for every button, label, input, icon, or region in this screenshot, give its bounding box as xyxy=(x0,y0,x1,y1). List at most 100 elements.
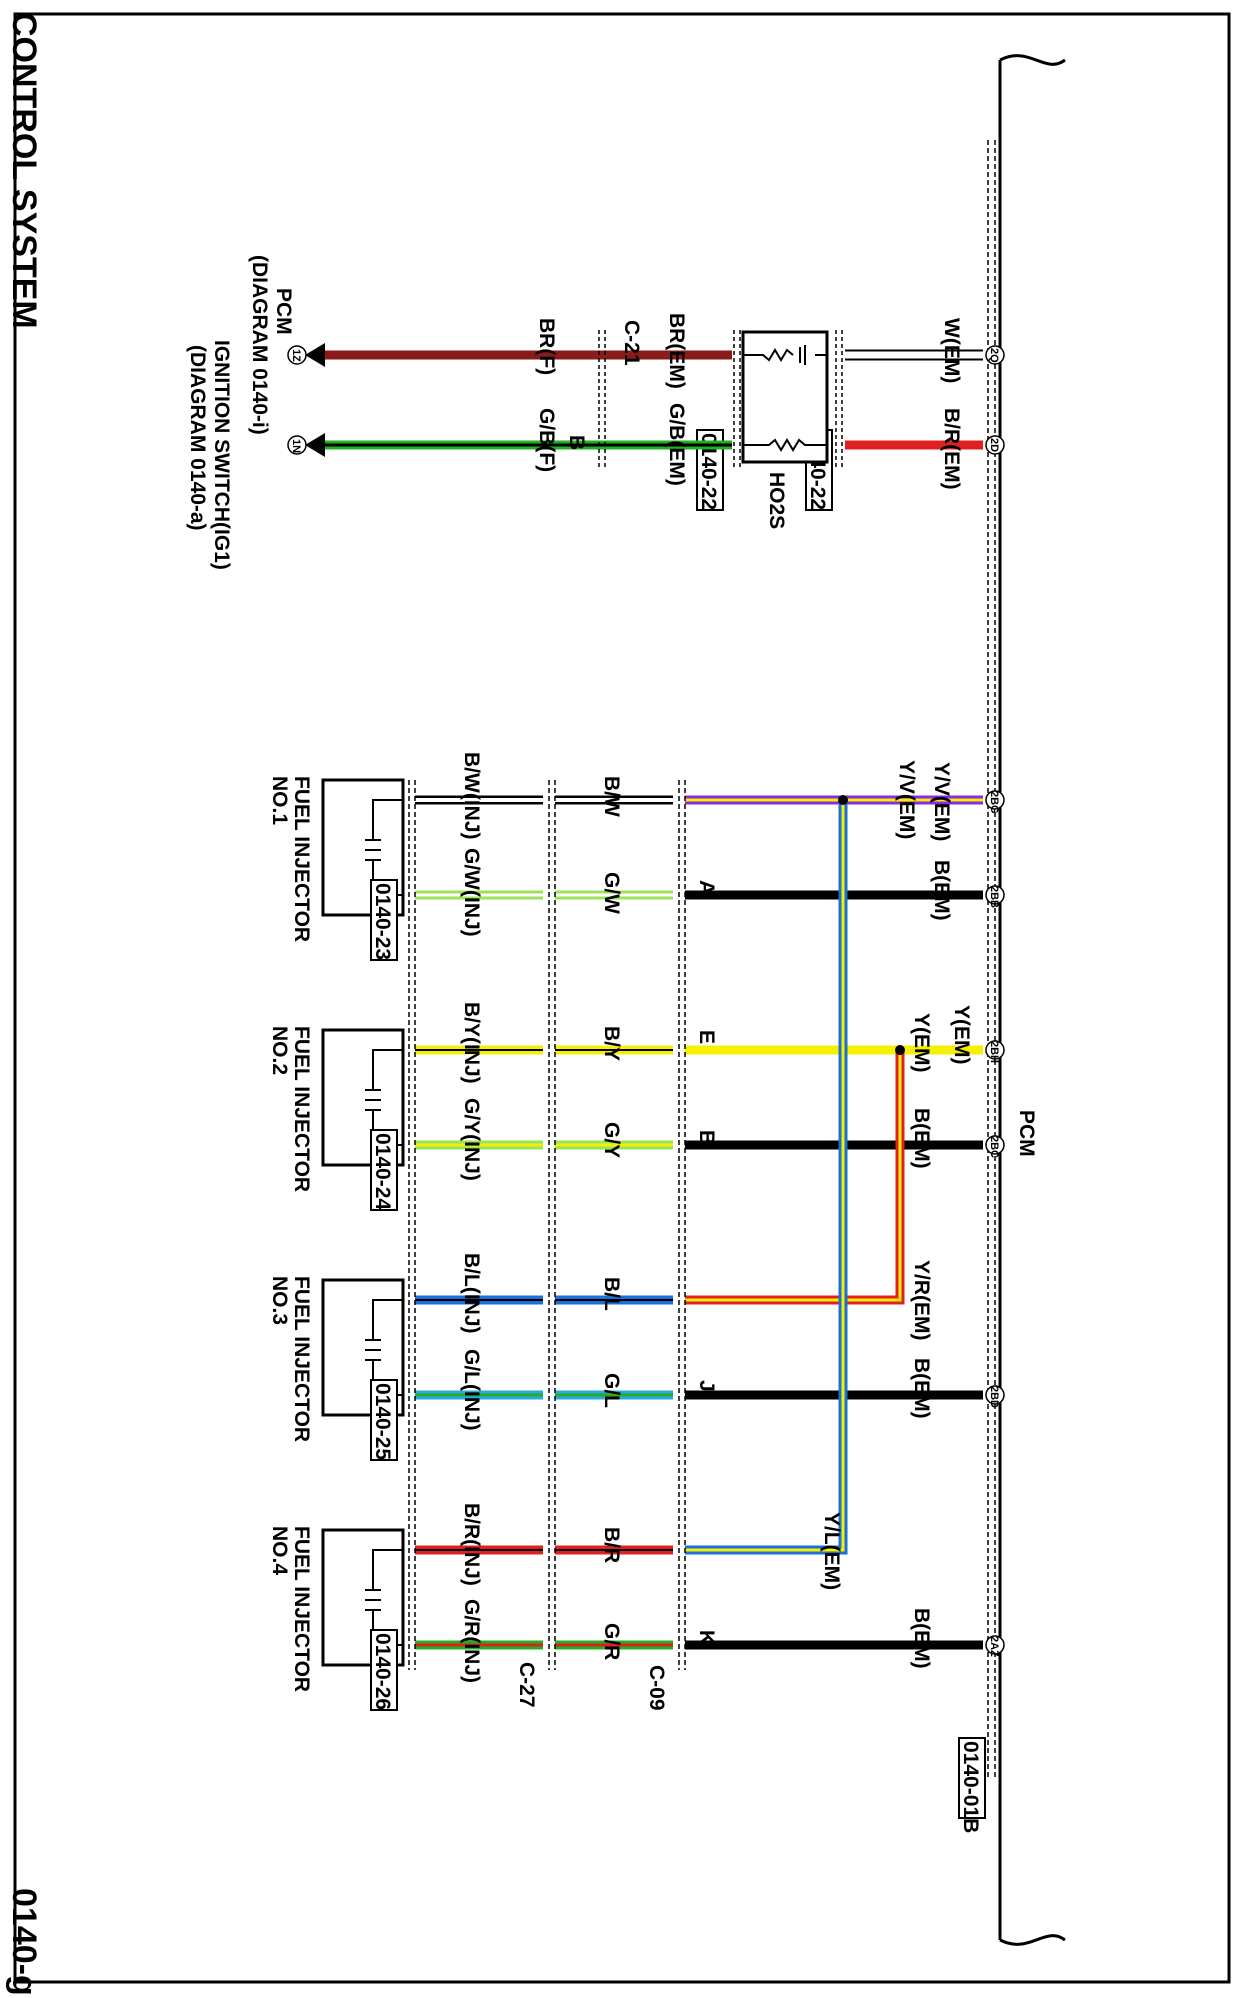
injector-2-ref-box xyxy=(370,1129,398,1211)
pcm-connector-ref-box xyxy=(958,1737,986,1819)
injector-2-coil xyxy=(365,1049,403,1146)
wire-label-br-inj: B/R(INJ) xyxy=(460,1503,483,1586)
c09-pin-a: A xyxy=(695,880,718,895)
c21-label: C-21 xyxy=(620,320,643,366)
wire-yl xyxy=(685,800,848,1555)
wire-label-br-em: B/R(EM) xyxy=(940,408,963,490)
pin-1n-label: 1N xyxy=(290,439,302,453)
wire-label-bw: B/W xyxy=(600,776,623,817)
wire-label-bl: B/L xyxy=(600,1277,623,1311)
pin-2d-label: 2D xyxy=(988,438,1000,452)
ho2s-label: HO2S xyxy=(765,472,788,529)
pcm-pin-row: 2BG 2BB 2BH 2BC 2BD 2AZ xyxy=(985,790,1005,1657)
wire-label-gb-f: G/B(F) xyxy=(535,408,558,472)
page-title: CONTROL SYSTEM xyxy=(5,12,43,329)
pin-2bc xyxy=(985,1135,1005,1155)
injector-2-label: FUEL INJECTOR xyxy=(290,1026,313,1192)
injector-4-label: FUEL INJECTOR xyxy=(290,1526,313,1692)
pcm-target-diagram: (DIAGRAM 0140-i) xyxy=(248,255,271,435)
injector-1-ref: 0140-23 xyxy=(371,883,394,960)
pin-2q-label: 2Q xyxy=(988,348,1000,363)
splice-yv xyxy=(838,795,848,805)
pin-1z-label: 1Z xyxy=(290,349,302,362)
c09-pin-j: J xyxy=(695,1380,718,1392)
arrow-to-pcm xyxy=(305,343,325,367)
pin-2az-label: 2AZ xyxy=(988,1636,1000,1657)
wire-label-w-em: W(EM) xyxy=(940,318,963,383)
wire-label-br-em-2: BR(EM) xyxy=(665,313,688,389)
wire-label-br: B/R xyxy=(600,1527,623,1563)
wire-label-gl: G/L xyxy=(600,1373,623,1408)
injector-4-coil xyxy=(365,1549,403,1646)
injector-1: 0140-23 FUEL INJECTOR NO.1 xyxy=(268,776,405,961)
injector-4-ref: 0140-26 xyxy=(371,1633,394,1710)
pin-2bh-label: 2BH xyxy=(988,1041,1000,1063)
injector-3-num: NO.3 xyxy=(268,1276,291,1325)
wire-label-gy-inj: G/Y(INJ) xyxy=(460,1098,483,1181)
pin-1z xyxy=(287,345,307,365)
c09-pin-k: K xyxy=(695,1630,718,1645)
injector-3-ref-box xyxy=(370,1379,398,1461)
wire-label-bl-inj: B/L(INJ) xyxy=(460,1253,483,1334)
pcm-target-label: PCM xyxy=(272,288,295,335)
wire-label-by-inj: B/Y(INJ) xyxy=(460,1002,483,1084)
ign-diagram: (DIAGRAM 0140-a) xyxy=(186,345,209,531)
injector-3-coil xyxy=(365,1299,403,1396)
c21-pin-b: B xyxy=(565,435,588,450)
c09-label: C-09 xyxy=(645,1665,668,1711)
wire-label-y-em-top: Y(EM) xyxy=(950,1005,973,1065)
wire-label-gy: G/Y xyxy=(600,1122,623,1158)
wire-yl-stripe xyxy=(685,800,845,1552)
pin-2bd-label: 2BD xyxy=(988,1386,1000,1408)
pin-2az xyxy=(985,1635,1005,1655)
pin-2q xyxy=(985,345,1005,365)
wire-label-gl-inj: G/L(INJ) xyxy=(460,1349,483,1431)
injector-3: 0140-25 FUEL INJECTOR NO.3 xyxy=(268,1276,405,1461)
mid-wires xyxy=(555,795,673,1650)
page-code: 0140-g xyxy=(5,1888,43,1996)
injector-1-label: FUEL INJECTOR xyxy=(290,776,313,942)
ho2s-sensor-symbol xyxy=(743,438,827,452)
wire-label-b-em-2: B(EM) xyxy=(910,1108,933,1169)
wire-yr xyxy=(685,1050,905,1305)
wire-label-b-em-4: B(EM) xyxy=(910,1608,933,1669)
wire-label-yr-em: Y/R(EM) xyxy=(910,1260,933,1341)
pcm-label: PCM xyxy=(1015,1110,1038,1157)
wire-label-y-em: Y(EM) xyxy=(910,1013,933,1073)
ho2s-ref-bottom: 0140-22 xyxy=(697,433,720,510)
wire-label-gw: G/W xyxy=(600,872,623,914)
injector-2-num: NO.2 xyxy=(268,1026,291,1075)
pin-2bh xyxy=(985,1040,1005,1060)
ho2s-ref-bottom-box xyxy=(696,429,724,511)
wire-label-gb-em: G/B(EM) xyxy=(665,403,688,486)
injector-1-num: NO.1 xyxy=(268,776,291,825)
wire-label-yv-em: Y/V(EM) xyxy=(930,762,953,841)
c27-label: C-27 xyxy=(515,1662,538,1708)
ign-label: IGNITION SWITCH(IG1) xyxy=(210,340,233,570)
ho2s-heater-symbol xyxy=(743,345,827,365)
wire-label-br-f: BR(F) xyxy=(535,318,558,375)
wire-label-gr: G/R xyxy=(600,1623,623,1660)
wire-yr-stripe xyxy=(685,1055,902,1302)
pin-2bc-label: 2BC xyxy=(988,1136,1000,1158)
injector-4-ref-box xyxy=(370,1629,398,1711)
c09-pin-e: E xyxy=(695,1030,718,1044)
injector-2-ref: 0140-24 xyxy=(371,1133,394,1210)
injector-3-label: FUEL INJECTOR xyxy=(290,1276,313,1442)
pin-2d xyxy=(985,435,1005,455)
wire-label-bw-inj: B/W(INJ) xyxy=(460,752,483,840)
wire-label-gr-inj: G/R(INJ) xyxy=(460,1599,483,1683)
inj-wires xyxy=(415,795,543,1650)
outer-border xyxy=(13,12,1231,1984)
arrow-to-ignition xyxy=(305,433,325,457)
pin-2bg xyxy=(985,790,1005,810)
wire-label-by: B/Y xyxy=(600,1026,623,1061)
injector-4: 0140-26 FUEL INJECTOR NO.4 xyxy=(268,1526,405,1711)
injector-4-num: NO.4 xyxy=(268,1526,291,1575)
wire-label-yl-em: Y/L(EM) xyxy=(820,1512,843,1590)
pcm-connector-ref: 0140-01B xyxy=(959,1741,982,1833)
wire-label-b-em-1: B(EM) xyxy=(930,860,953,921)
